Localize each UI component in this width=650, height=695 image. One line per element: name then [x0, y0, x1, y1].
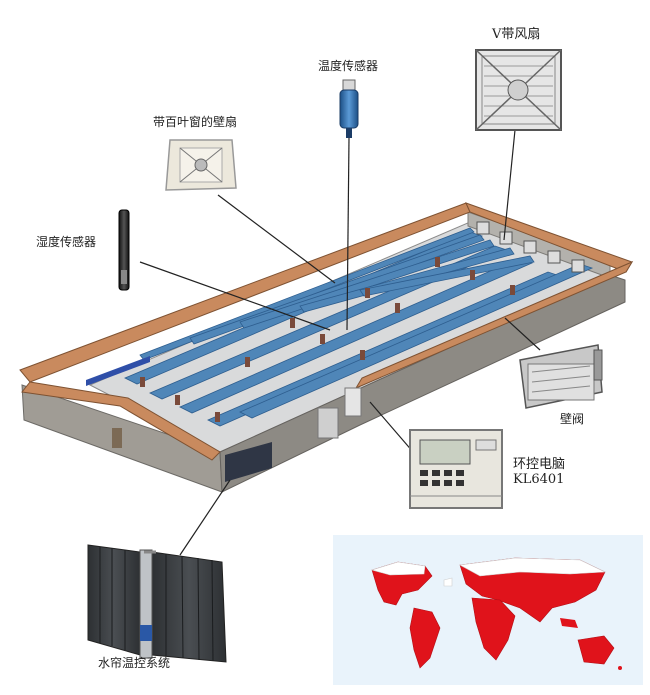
label-water-curtain: 水帘温控系统: [98, 656, 171, 670]
world-map-icon: [333, 535, 643, 685]
label-humidity-sensor-left: 湿度传感器: [36, 235, 97, 249]
label-wall-valve: 壁阀: [560, 412, 585, 426]
label-controller-line2: KL6401: [513, 471, 565, 487]
side-door: [317, 407, 339, 439]
v-belt-fan-icon: [475, 49, 562, 131]
label-v-belt-fan: V带风扇: [492, 27, 541, 42]
back-wall-fans: [476, 221, 585, 273]
front-cooling-pad-strip: [225, 442, 272, 482]
pen-partitions: [124, 227, 594, 427]
side-window-strip: [86, 356, 150, 386]
feeder-posts: [140, 257, 515, 422]
humidity-rod-icon: [118, 209, 130, 291]
label-controller: 环控电脑 KL6401: [513, 457, 566, 488]
controller-housing: [344, 387, 362, 417]
label-shutter-wall-fan: 带百叶窗的壁扇: [153, 115, 238, 129]
controller-box-icon: [409, 429, 503, 509]
label-humidity-sensor-top: 温度传感器: [318, 59, 379, 73]
sensor-probe-icon: [339, 79, 359, 138]
cooling-pad-icon: [87, 544, 227, 663]
roof-rim-front: [21, 381, 221, 461]
shutter-fan-icon: [165, 139, 237, 191]
label-controller-line1: 环控电脑: [513, 457, 566, 472]
roof-rim-right-front: [354, 260, 634, 390]
barn-door: [112, 428, 122, 448]
wall-valve-icon: [519, 344, 603, 409]
barn-building: [19, 202, 634, 493]
